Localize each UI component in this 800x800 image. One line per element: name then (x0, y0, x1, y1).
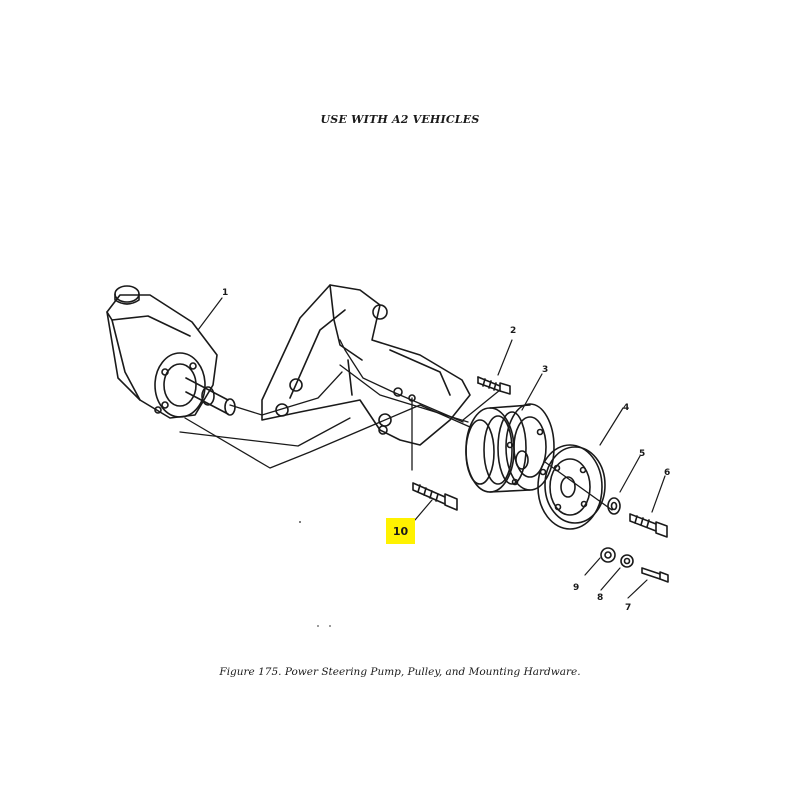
power-steering-pump (106, 285, 236, 419)
bolt-6 (629, 513, 668, 538)
washer-9 (600, 547, 616, 563)
callout-3: 3 (542, 365, 548, 375)
leader-lines (197, 297, 666, 599)
figure-caption: Figure 175. Power Steering Pump, Pulley,… (219, 666, 581, 678)
mounting-bracket (261, 284, 471, 446)
nut-8 (620, 554, 634, 568)
bolt-10 (412, 482, 458, 511)
callout-4: 4 (623, 403, 629, 413)
callout-10: 10 (392, 524, 409, 538)
bolt-7 (641, 567, 669, 583)
alignment-lines (179, 339, 613, 511)
callout-2: 2 (510, 326, 516, 336)
callout-8: 8 (597, 593, 603, 603)
callout-7: 7 (625, 603, 631, 613)
callout-10-highlight: 10 (386, 518, 415, 544)
washer-5 (607, 497, 621, 515)
callout-5: 5 (639, 449, 645, 459)
pulley (465, 403, 555, 493)
callout-9: 9 (573, 583, 579, 593)
callout-1: 1 (222, 288, 228, 298)
pulley-plate (537, 444, 606, 530)
page-header: USE WITH A2 VEHICLES (320, 113, 480, 126)
bolt-2 (477, 376, 511, 395)
callout-6: 6 (664, 468, 670, 478)
